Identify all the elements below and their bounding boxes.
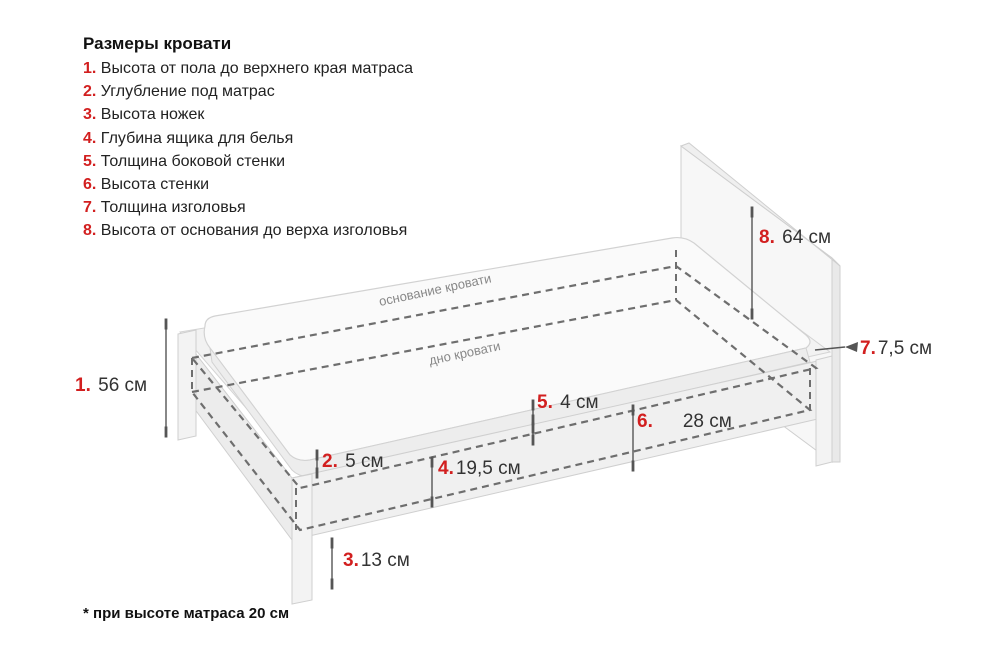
legend-item-3: 3. Высота ножек xyxy=(83,103,413,126)
dim8-value: 64 см xyxy=(782,227,832,248)
legend-num: 1. xyxy=(83,60,97,77)
legend-text: Толщина боковой стенки xyxy=(100,152,286,170)
dim2-value: 5 см xyxy=(345,451,384,472)
legend-num: 4. xyxy=(83,129,97,147)
legend-item-8: 8. Высота от основания до верха изголовь… xyxy=(83,219,413,242)
legend-text: Углубление под матрас xyxy=(100,83,275,101)
legend-text: Высота от основания до верха изголовья xyxy=(100,222,408,240)
dim6-label: 6. 28 см xyxy=(637,411,732,433)
dim6-num: 6. xyxy=(637,411,653,432)
legend-title: Размеры кровати xyxy=(83,34,232,53)
base-outline-dashed xyxy=(191,264,819,490)
legend-num: 5. xyxy=(83,152,97,170)
legend-item-5: 5. Толщина боковой стенки xyxy=(83,150,413,173)
dim5-label: 5. 4 см xyxy=(537,392,599,414)
dim7-arrowhead xyxy=(845,342,858,352)
legend-text: Толщина изголовья xyxy=(100,199,246,217)
dim5-value: 4 см xyxy=(560,392,599,413)
dim1-label: 1. 56 см xyxy=(75,375,147,397)
legend-num: 8. xyxy=(83,222,97,240)
dim4-value: 19,5 см xyxy=(455,458,521,479)
legend-item-4: 4. Глубина ящика для белья xyxy=(83,127,413,150)
legend-item-6: 6. Высота стенки xyxy=(83,173,413,196)
legend-num: 3. xyxy=(83,106,97,124)
dim1-num: 1. xyxy=(75,375,91,396)
headboard-side xyxy=(831,256,841,463)
legend-item-1: 1. Высота от пола до верхнего края матра… xyxy=(83,57,413,80)
dim1-value: 56 см xyxy=(98,375,148,396)
dim7-line xyxy=(814,346,846,351)
dim2-label: 2. 5 см xyxy=(322,451,384,473)
legend-num: 7. xyxy=(83,199,97,217)
legend-text: Глубина ящика для белья xyxy=(100,129,294,147)
dim3-label: 3.13 см xyxy=(343,550,410,572)
legend: Размеры кровати 1. Высота от пола до вер… xyxy=(83,34,413,243)
dim2-num: 2. xyxy=(322,451,338,472)
dim3-num: 3. xyxy=(343,550,359,571)
dim4-label: 4.19,5 см xyxy=(438,458,521,480)
legend-num: 6. xyxy=(83,176,97,194)
dim8-num: 8. xyxy=(759,227,775,248)
dim3-value: 13 см xyxy=(360,550,410,571)
headboard-top xyxy=(679,142,841,267)
dim6-value: 28 см xyxy=(682,411,732,432)
dim5-num: 5. xyxy=(537,392,553,413)
dim8-label: 8. 64 см xyxy=(759,227,831,249)
legend-item-2: 2. Углубление под матрас xyxy=(83,80,413,103)
legend-item-7: 7. Толщина изголовья xyxy=(83,196,413,219)
leg-front-right xyxy=(815,355,833,467)
footnote: * при высоте матраса 20 см xyxy=(83,605,290,622)
dim7-num: 7. xyxy=(860,338,876,359)
dim7-value: 7,5 см xyxy=(877,338,933,359)
legend-text: Высота ножек xyxy=(100,106,205,124)
legend-num: 2. xyxy=(83,83,97,101)
dim7-label: 7.7,5 см xyxy=(860,338,932,360)
dim4-num: 4. xyxy=(438,458,454,479)
legend-text: Высота от пола до верхнего края матраса xyxy=(100,60,414,77)
legend-text: Высота стенки xyxy=(100,176,210,194)
leg-back-left xyxy=(177,329,197,441)
